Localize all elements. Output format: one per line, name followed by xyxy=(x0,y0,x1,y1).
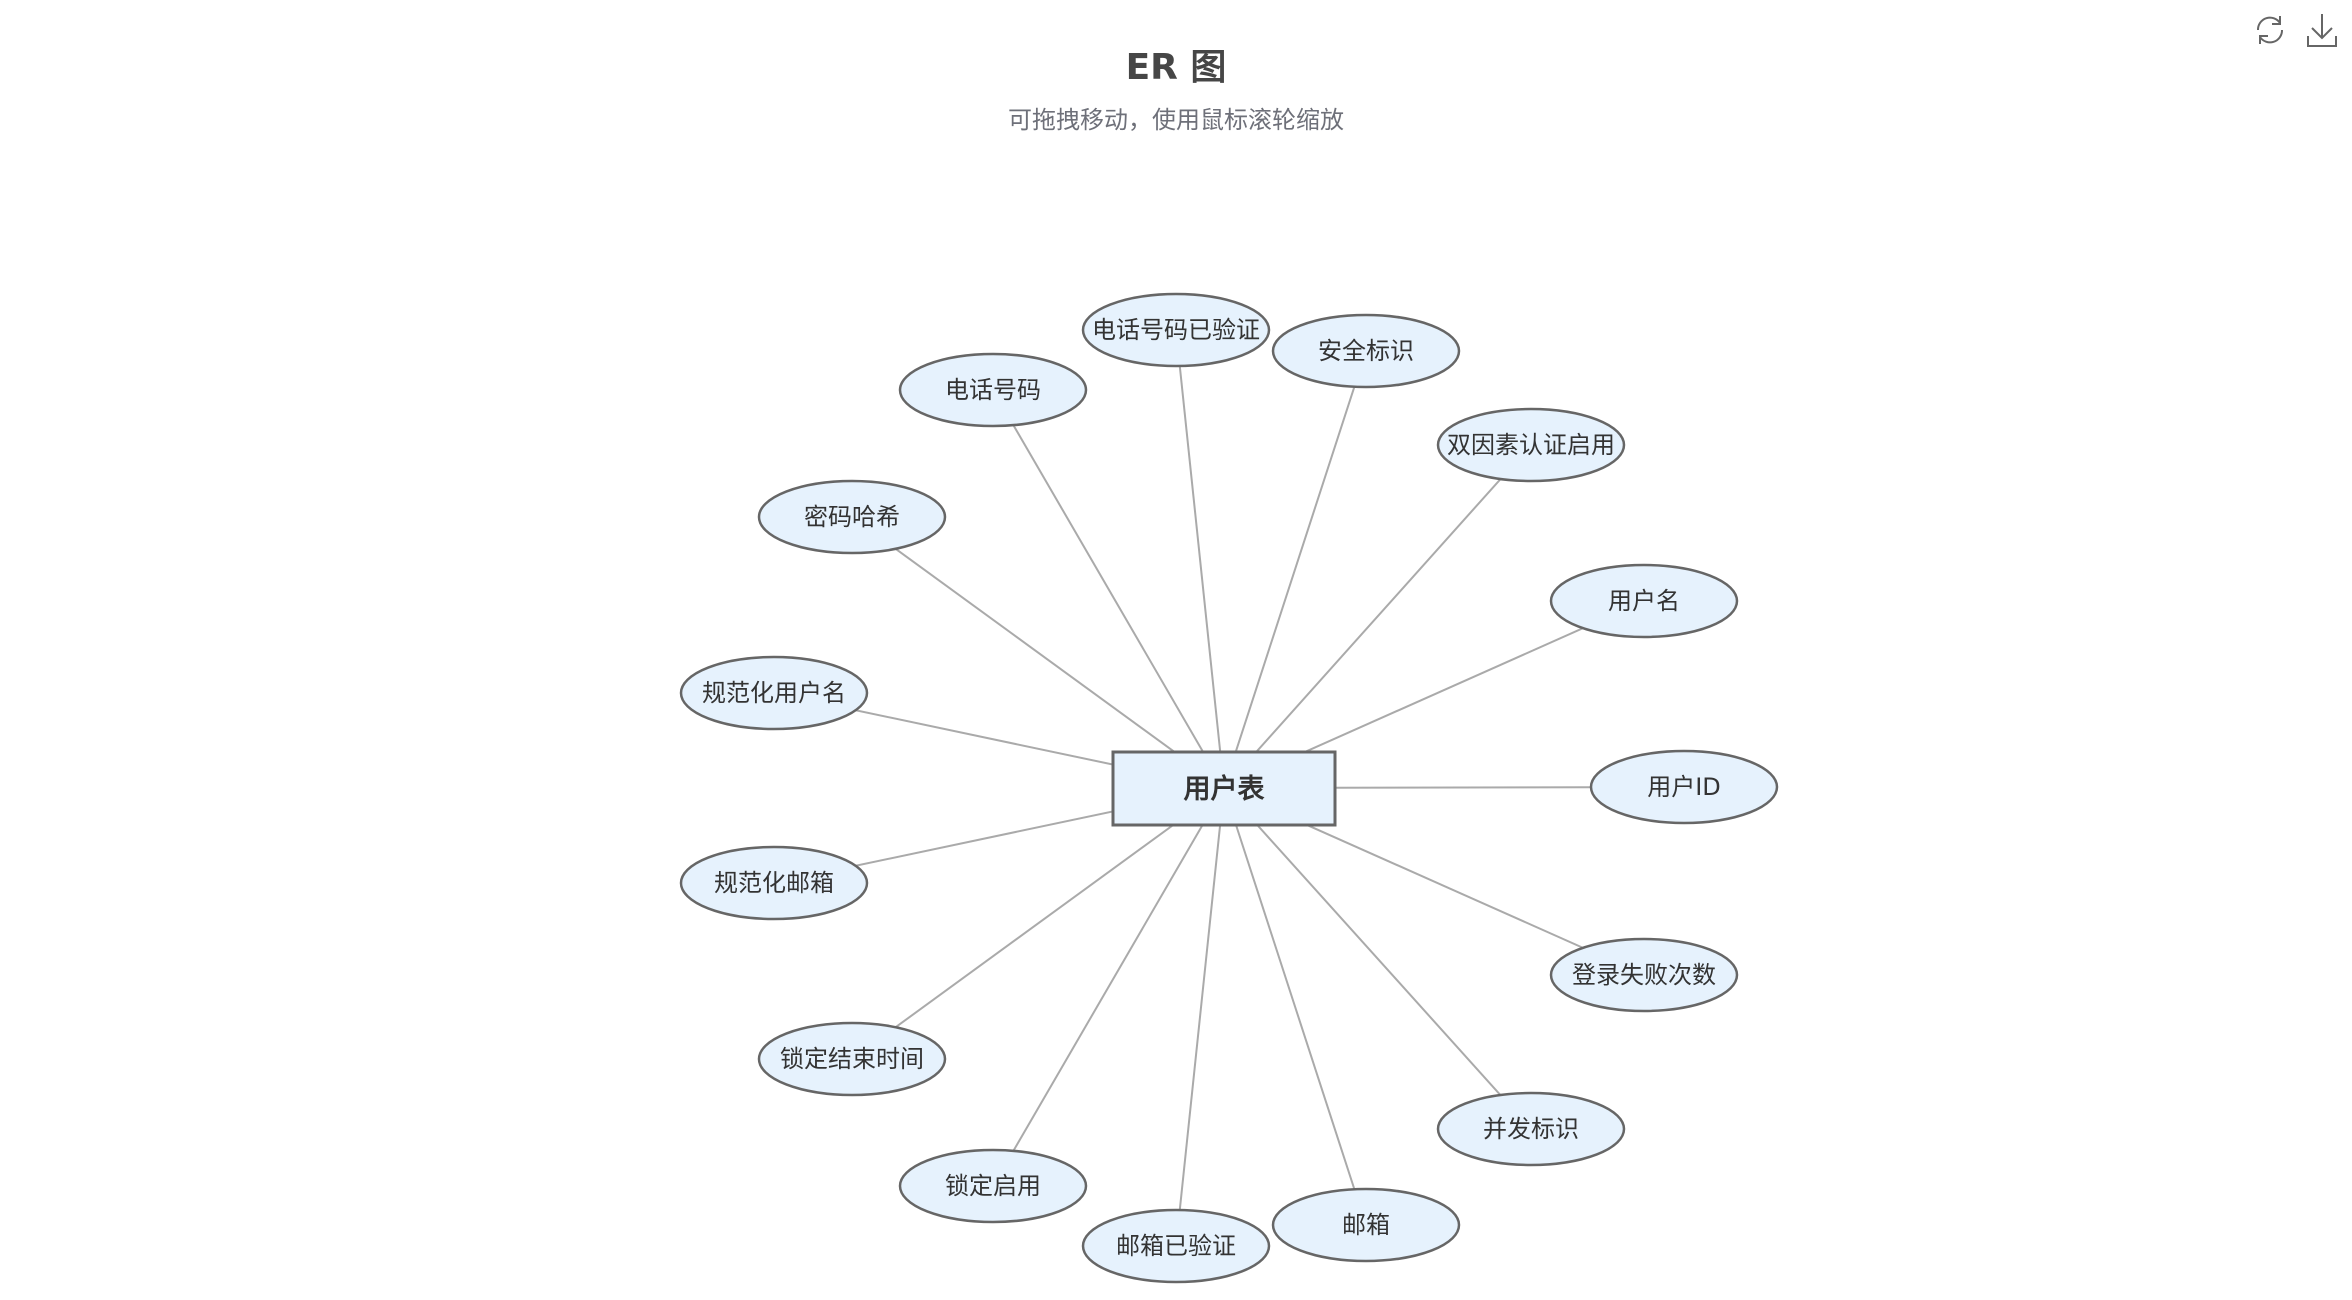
attribute-node[interactable]: 锁定结束时间 xyxy=(757,1021,947,1097)
refresh-button[interactable] xyxy=(2250,10,2290,50)
attribute-ellipse xyxy=(898,352,1088,428)
attribute-node[interactable]: 双因素认证启用 xyxy=(1436,407,1626,483)
attribute-label: 规范化用户名 xyxy=(702,679,846,707)
entity-label: 用户表 xyxy=(1184,773,1265,805)
attribute-node[interactable]: 并发标识 xyxy=(1436,1091,1626,1167)
chart-subtitle: 可拖拽移动，使用鼠标滚轮缩放 xyxy=(1008,106,1344,134)
attribute-label: 规范化邮箱 xyxy=(714,869,834,897)
attribute-node[interactable]: 电话号码 xyxy=(898,352,1088,428)
attribute-node[interactable]: 规范化邮箱 xyxy=(679,845,869,921)
attribute-label: 安全标识 xyxy=(1318,337,1414,365)
attribute-node[interactable]: 登录失败次数 xyxy=(1549,937,1739,1013)
attribute-ellipse xyxy=(679,655,869,731)
attribute-node[interactable]: 安全标识 xyxy=(1271,313,1461,389)
attribute-ellipse xyxy=(1436,407,1626,483)
entity-node[interactable]: 用户表 xyxy=(1111,750,1337,827)
edge xyxy=(1223,444,1532,789)
attribute-node[interactable]: 邮箱 xyxy=(1271,1187,1461,1263)
download-icon xyxy=(2307,14,2337,47)
download-button[interactable] xyxy=(2302,10,2342,50)
attribute-ellipse xyxy=(757,1021,947,1097)
attribute-node[interactable]: 邮箱已验证 xyxy=(1081,1208,1271,1284)
edge xyxy=(1223,787,1367,1226)
attribute-label: 锁定结束时间 xyxy=(780,1045,924,1073)
attribute-label: 用户名 xyxy=(1608,587,1680,615)
attribute-ellipse xyxy=(1589,749,1779,825)
attribute-ellipse xyxy=(898,1148,1088,1224)
edge xyxy=(992,787,1225,1187)
attribute-ellipse xyxy=(757,479,947,555)
edge xyxy=(851,787,1225,1060)
attribute-label: 电话号码 xyxy=(945,376,1041,404)
attribute-ellipse xyxy=(1549,937,1739,1013)
attribute-node[interactable]: 电话号码已验证 xyxy=(1081,292,1271,368)
edge xyxy=(1223,787,1532,1130)
attribute-label: 邮箱 xyxy=(1342,1211,1390,1239)
attribute-ellipse xyxy=(679,845,869,921)
attribute-label: 双因素认证启用 xyxy=(1447,431,1615,459)
attribute-ellipse xyxy=(1271,1187,1461,1263)
attribute-ellipse xyxy=(1271,313,1461,389)
attribute-node[interactable]: 锁定启用 xyxy=(898,1148,1088,1224)
attribute-node[interactable]: 规范化用户名 xyxy=(679,655,869,731)
chart-title: ER 图 xyxy=(1125,47,1227,88)
edge xyxy=(1175,329,1225,789)
attribute-ellipse xyxy=(1081,292,1271,368)
attribute-ellipse xyxy=(1081,1208,1271,1284)
edge xyxy=(1223,350,1367,789)
attribute-node[interactable]: 用户名 xyxy=(1549,563,1739,639)
attribute-ellipse xyxy=(1436,1091,1626,1167)
attribute-label: 邮箱已验证 xyxy=(1116,1232,1236,1260)
edge xyxy=(851,516,1225,789)
refresh-icon xyxy=(2256,16,2284,44)
attribute-label: 密码哈希 xyxy=(804,503,900,531)
edge xyxy=(1175,787,1225,1247)
attribute-node[interactable]: 密码哈希 xyxy=(757,479,947,555)
attribute-ellipse xyxy=(1549,563,1739,639)
attribute-label: 登录失败次数 xyxy=(1572,961,1716,989)
attribute-label: 电话号码已验证 xyxy=(1092,316,1260,344)
attribute-label: 锁定启用 xyxy=(945,1172,1041,1200)
edge xyxy=(992,389,1225,789)
attribute-label: 用户ID xyxy=(1647,773,1721,801)
attribute-label: 并发标识 xyxy=(1483,1115,1579,1143)
attribute-node[interactable]: 用户ID xyxy=(1589,749,1779,825)
